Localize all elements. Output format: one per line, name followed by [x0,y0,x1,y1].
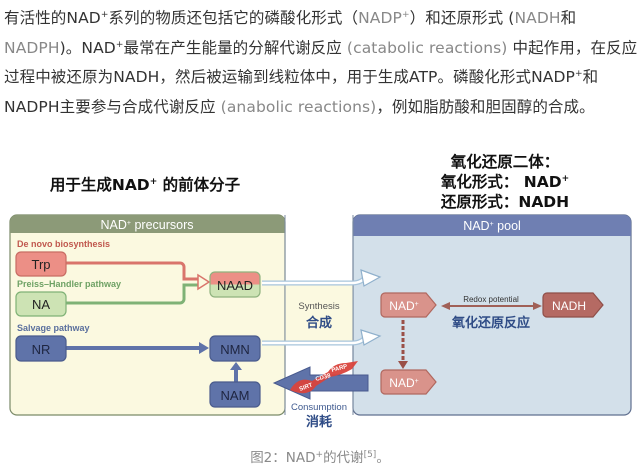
redox-heading-line1: 氧化还原二体： [450,153,560,171]
pool-panel: NAD+ pool [352,214,632,416]
redox-label-en: Redox potential [463,295,519,304]
superscript: + [561,174,570,184]
trp-to-naad-line [66,261,200,281]
node-label: NADH [552,299,586,313]
arrowhead [398,361,408,369]
enzyme-cd38: CD38 [315,373,332,383]
paragraph-segment: NADH [514,9,561,27]
node-nam[interactable]: NAM [209,381,261,408]
paragraph-segment: + [100,10,109,20]
paragraph-segment: 和NADPH主要参与合成代谢反应 [4,68,599,116]
redox-heading-line3: 还原形式：NADH [440,193,570,211]
synthesis-arrowhead [360,269,382,287]
node-label: NAD+ [389,376,418,390]
node-trp[interactable]: Trp [15,251,67,277]
redox-label-zh: 氧化还原反应 [451,315,530,331]
superscript: + [149,177,158,187]
enzyme-parp: PARP [331,364,348,374]
paragraph-segment: + [115,39,124,50]
redox-pair-heading: 氧化还原二体： 氧化形式： NAD+ 还原形式：NADH [420,152,590,212]
citation-ref[interactable]: [5] [363,450,377,460]
precursors-panel-title: NAD+ precursors [100,218,193,232]
paragraph-segment: (catabolic reactions) [346,38,508,57]
figure-caption: 图2：NAD+的代谢[5]。 [0,446,640,466]
enzyme-shapes [290,361,358,394]
precursors-panel-header [10,215,285,233]
node-label: NAD+ [389,299,418,313]
node-nadh[interactable]: NADH [542,292,604,318]
node-na[interactable]: NA [15,291,67,317]
intro-paragraph: 有活性的NAD+系列的物质还包括它的磷酸化形式（NADP+）和还原形式 (NAD… [4,4,638,122]
node-label: NMN [220,342,250,357]
node-nr[interactable]: NR [15,335,67,362]
node-nmn[interactable]: NMN [209,335,261,362]
caption-text-post: 。 [376,450,390,466]
consumption-label-zh: 消耗 [306,414,332,430]
consumption-label-en: Consumption [291,402,347,413]
redox-arrow: Redox potential 氧化还原反应 [441,295,542,331]
node-nad-consumed[interactable]: NAD+ [380,369,437,395]
precursor-heading: 用于生成NAD+ 的前体分子 [20,173,270,195]
node-nad-oxidized[interactable]: NAD+ [380,292,437,318]
arrowhead [197,273,211,291]
paragraph-segment: NADPH [4,38,60,57]
redox-heading-line2: 氧化形式： NAD+ [420,172,590,192]
arrowhead [230,362,242,370]
synthesis-label-en: Synthesis [298,301,339,312]
precursor-heading-text: 用于生成NAD [49,176,150,194]
paragraph-segment: 系列的物质还包括它的磷酸化形式（ [108,9,359,27]
caption-text-mid: 的代谢 [323,450,364,466]
paragraph-segment: + [575,69,583,79]
pool-panel-title: NAD+ pool [463,219,521,233]
synthesis-arrowhead [360,329,382,346]
synthesis-label-zh: 合成 [306,315,332,331]
enzyme-sirt: SIRT [299,382,314,392]
precursor-heading-text-post: 的前体分子 [157,176,241,194]
paragraph-segment: ，例如脂肪酸和胆固醇的合成。 [376,97,595,116]
consumption-arrow: SIRT CD38 PARP Consumption 消耗 [272,361,369,430]
paragraph-segment: 中起作用，在反应过程中被还原为NADH，然后被运输到线粒体中，用于生成ATP。磷… [4,38,638,87]
oxidized-form-text: 氧化形式： NAD [440,173,562,191]
paragraph-segment: 和 [560,9,577,27]
paragraph-segment: 有活性的NAD [4,9,101,27]
section-label-salvage: Salvage pathway [17,323,90,333]
synthesis-band: Synthesis 合成 [262,215,382,415]
node-naad[interactable]: NAAD [209,271,261,298]
section-label-preiss-handler: Preiss–Handler pathway [17,279,121,289]
paragraph-segment: )。NAD [59,38,116,57]
paragraph-segment: 最常在产生能量的分解代谢反应 [123,38,347,57]
paragraph-segment: NADP [358,9,402,27]
na-to-naad-line [66,283,200,305]
paragraph-segment: (anabolic reactions) [220,97,377,116]
node-label: NR [32,342,51,357]
node-label: Trp [31,257,50,272]
precursors-panel: NAD+ precursors De novo biosynthesis Pre… [9,214,286,416]
paragraph-segment: + [402,10,410,20]
node-label: NAAD [217,278,253,293]
node-label: NA [32,297,50,312]
section-label-de-novo: De novo biosynthesis [17,239,110,249]
arrowhead [199,342,209,354]
node-label: NAM [221,388,250,403]
caption-text: 图2：NAD [250,450,316,466]
superscript: + [315,450,324,460]
pool-panel-header [353,215,631,236]
paragraph-segment: ）和还原形式 ( [409,9,515,27]
